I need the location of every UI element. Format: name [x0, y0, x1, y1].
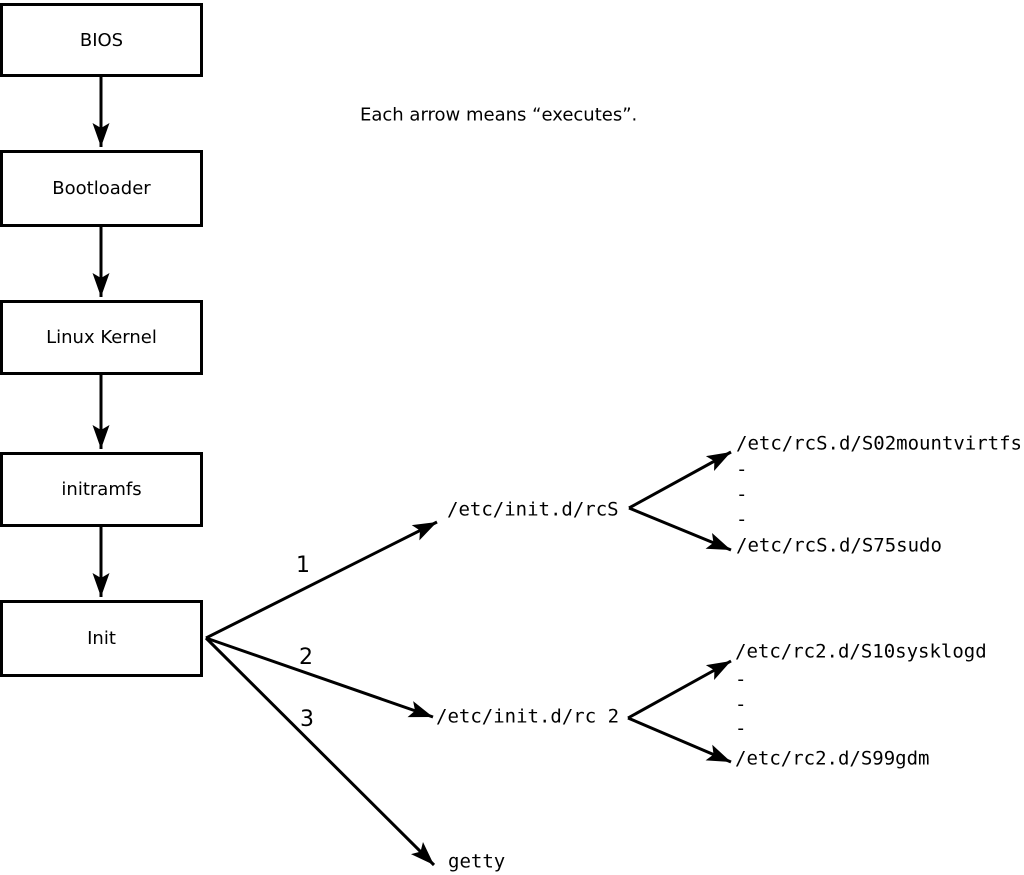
arrow-rcs-to-last-script: [628, 506, 732, 552]
caption-text: Each arrow means “executes”.: [360, 104, 638, 126]
box-bootloader: Bootloader: [0, 150, 203, 227]
box-bootloader-label: Bootloader: [52, 178, 151, 199]
arrow-init-to-rcs: [205, 520, 438, 640]
rc2-ellipsis-dash-3: -: [735, 717, 747, 740]
arrow-order-label-3: 3: [300, 707, 314, 732]
rcs-ellipsis-dash-2: -: [736, 483, 748, 506]
target-getty-label: getty: [448, 850, 506, 873]
target-rcs-label: /etc/init.d/rcS: [447, 498, 619, 521]
rc2-ellipsis-dash-1: -: [735, 668, 747, 691]
rc2-script-first: /etc/rc2.d/S10sysklogd: [735, 640, 987, 663]
arrow-order-label-1: 1: [296, 553, 310, 578]
arrow-rc2-to-last-script: [627, 716, 732, 764]
rc2-ellipsis-dash-2: -: [735, 693, 747, 716]
rcs-ellipsis-dash-3: -: [736, 508, 748, 531]
arrow-init-to-rc2: [205, 636, 434, 719]
target-rc2-label: /etc/init.d/rc 2: [436, 705, 620, 728]
box-init-label: Init: [87, 628, 116, 649]
box-init: Init: [0, 600, 203, 677]
box-initramfs: initramfs: [0, 452, 203, 527]
arrow-init-to-getty: [204, 636, 436, 867]
rc2-script-last: /etc/rc2.d/S99gdm: [735, 747, 930, 770]
box-bios: BIOS: [0, 3, 203, 77]
box-linux-kernel: Linux Kernel: [0, 300, 203, 375]
arrow-rc2-to-first-script: [627, 659, 732, 720]
rcs-script-last: /etc/rcS.d/S75sudo: [736, 534, 942, 557]
box-linux-kernel-label: Linux Kernel: [46, 327, 157, 348]
box-bios-label: BIOS: [79, 29, 124, 51]
box-initramfs-label: initramfs: [61, 479, 142, 500]
arrow-order-label-2: 2: [299, 645, 313, 670]
rcs-ellipsis-dash-1: -: [736, 458, 748, 481]
arrow-rcs-to-first-script: [628, 450, 732, 510]
rcs-script-first: /etc/rcS.d/S02mountvirtfs: [736, 432, 1022, 455]
